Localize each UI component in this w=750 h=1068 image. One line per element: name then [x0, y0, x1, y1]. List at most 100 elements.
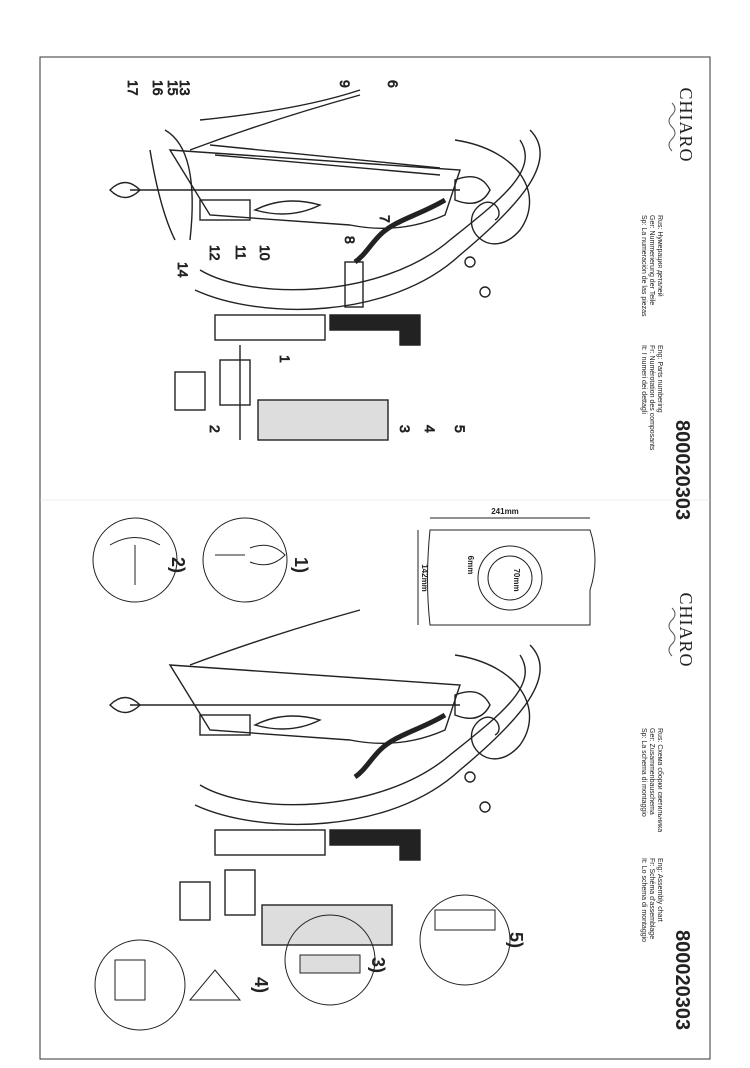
- bottom-lamp-drawing: [109, 609, 541, 946]
- b-rivet-2: [479, 801, 491, 813]
- wall-plate: [214, 314, 326, 341]
- top-code-group: 800020303: [671, 420, 693, 520]
- rivet-1: [464, 256, 476, 268]
- b-candle-bulb: [253, 715, 322, 730]
- dim-width: 241mm: [491, 507, 519, 516]
- b-lantern-glass-top: [189, 609, 361, 666]
- step-labels: 1) 2) 3) 4) 5): [168, 557, 526, 993]
- step-4-box: [114, 959, 146, 1001]
- label-1: 1: [277, 355, 293, 363]
- step-5-circle: [419, 894, 511, 986]
- scroll-arm-outer: [194, 129, 541, 311]
- candle-bulb: [253, 200, 322, 215]
- bottom-caption-fr: Fr: Schéma d'assemblage: [648, 858, 655, 939]
- b-top-finial: [109, 696, 141, 714]
- step-3-circle: [284, 914, 376, 1006]
- dim-height: 142mm: [420, 564, 429, 592]
- label-10: 10: [257, 245, 273, 261]
- plate-inner-ring: [487, 555, 533, 601]
- label-14: 14: [175, 262, 191, 278]
- rivet-2: [479, 286, 491, 298]
- top-panel: CHIARO 800020303 Rus: Нумерация деталей …: [109, 80, 696, 520]
- step-1-sketch: [215, 544, 286, 566]
- label-9: 9: [337, 80, 353, 88]
- step-4-circle: [94, 939, 186, 1031]
- plate-dimension-drawing: 241mm 142mm 70mm 6mm: [417, 507, 596, 626]
- step-3-label: 3): [368, 957, 388, 973]
- step-1-label: 1): [291, 557, 311, 573]
- bottom-caption-it: It: Lo schema di montaggio: [640, 858, 647, 942]
- lantern-body: [168, 149, 461, 229]
- junction-box: [174, 371, 206, 411]
- wall-section: [257, 399, 389, 441]
- bottom-finial: [454, 176, 491, 204]
- bottom-captions2: Eng: Assembly chart Fr: Schéma d'assembl…: [640, 858, 663, 942]
- label-8: 8: [342, 236, 358, 244]
- step-1-circle: [202, 517, 288, 603]
- label-6: 6: [385, 80, 401, 88]
- label-7: 7: [377, 215, 393, 223]
- top-captions: Rus: Нумерация деталей Ger: Nummerierung…: [640, 215, 664, 317]
- label-17: 17: [125, 80, 141, 96]
- b-lantern-body: [168, 664, 461, 744]
- bottom-panel: CHIARO 800020303 Rus: Схема сборки свети…: [92, 507, 696, 1031]
- b-wall-section: [261, 904, 393, 946]
- pipe-joint: [344, 261, 364, 308]
- top-captions2: Eng: Parts numbering Fr: Numérotation de…: [640, 345, 663, 451]
- warning-triangle-icon: [188, 969, 242, 1001]
- b-power-cable: [353, 712, 447, 780]
- label-13: 13: [177, 80, 193, 96]
- step-2-label: 2): [168, 557, 188, 573]
- page-border: [39, 56, 711, 1060]
- scroll-arm-top: [454, 139, 531, 245]
- b-terminal-block: [224, 869, 256, 916]
- power-cable: [353, 197, 447, 265]
- top-brand-logo: CHIARO: [668, 87, 696, 163]
- top-brand-text: CHIARO: [676, 87, 696, 162]
- label-3: 3: [397, 425, 413, 433]
- b-junction-box: [179, 881, 211, 921]
- scroll-arm-lower: [199, 139, 526, 291]
- bottom-caption-sp: Sp: La schema di montaggio: [640, 728, 647, 817]
- top-caption-fr: Fr: Numérotation des composants: [648, 345, 655, 451]
- top-caption-ger: Ger: Nummerierung der Teile: [648, 215, 655, 305]
- label-4: 4: [422, 425, 438, 433]
- label-11: 11: [233, 245, 249, 260]
- top-part-labels: 17 16 15 13 9 6 7 8 10 11 12 14 1 2 3 4 …: [125, 80, 469, 434]
- label-15: 15: [165, 80, 181, 96]
- step-5-label: 5): [506, 932, 526, 948]
- dim-hole: 70mm: [512, 568, 521, 591]
- label-2: 2: [207, 425, 223, 433]
- bottom-logo-flourish: [668, 607, 676, 657]
- top-caption-rus: Rus: Нумерация деталей: [656, 215, 664, 297]
- plate-center-ring: [477, 545, 543, 611]
- bottom-brand-logo: CHIARO: [668, 592, 696, 668]
- top-caption-it: It: I numeri dei dettagli: [640, 345, 647, 414]
- mount-bracket: [329, 314, 421, 346]
- lantern-glass-line-1: [209, 144, 441, 169]
- top-caption-sp: Sp: La numeración de las piezas: [640, 215, 647, 317]
- b-rivet-1: [464, 771, 476, 783]
- top-lamp-drawing: [109, 89, 541, 441]
- b-bottom-finial: [454, 691, 491, 719]
- b-mount-bracket: [329, 829, 421, 861]
- b-wall-plate: [214, 829, 326, 856]
- bottom-captions: Rus: Схема сборки светильника Ger: Zusam…: [640, 728, 664, 832]
- lantern-glass-line-2: [214, 154, 441, 176]
- bottom-brand-text: CHIARO: [676, 592, 696, 667]
- step-2-sketch: [109, 537, 161, 585]
- terminal-block: [219, 359, 251, 406]
- step-5-sketch: [434, 909, 496, 931]
- step-3-sketch: [299, 954, 361, 974]
- bottom-caption-rus: Rus: Схема сборки светильника: [656, 728, 664, 832]
- dim-small: 6mm: [466, 556, 475, 575]
- b-scroll-arm-lower: [199, 654, 526, 806]
- mounting-plate-outline: [427, 529, 596, 626]
- label-12: 12: [207, 245, 223, 261]
- b-scroll-arm-outer: [194, 644, 541, 826]
- crown-arms: [149, 129, 193, 241]
- b-lamp-holder: [199, 714, 251, 736]
- b-scroll-arm-top: [454, 654, 531, 760]
